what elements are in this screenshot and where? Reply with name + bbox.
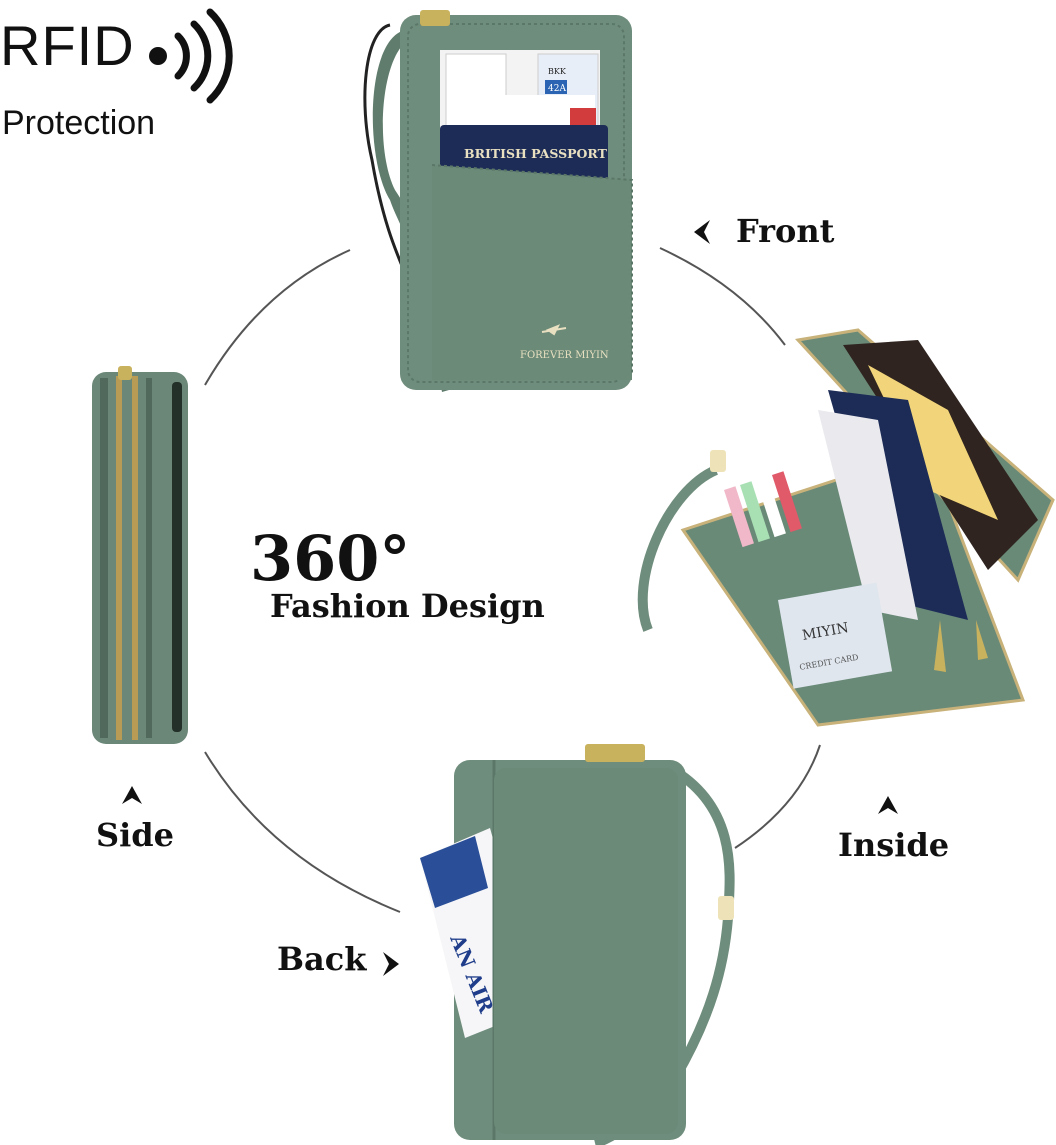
wallet-inside-image: MIYIN CREDIT CARD xyxy=(637,328,1055,727)
ticket-code: 42A xyxy=(548,84,566,94)
inside-label: Inside xyxy=(838,826,949,864)
back-label: Back xyxy=(277,940,367,978)
wireless-signal-icon xyxy=(149,8,233,104)
wallet-front-image: 42A BKK BRITISH PASSPORT FOREVER MIYIN xyxy=(363,10,633,392)
side-label-group: Side xyxy=(96,786,174,854)
arrow-left-icon xyxy=(694,220,710,244)
center-degrees: 360° xyxy=(250,522,411,595)
wallet-back-image: AN AIR xyxy=(420,744,735,1145)
rfid-subtitle: Protection xyxy=(2,104,156,142)
wallet-side-image xyxy=(92,366,188,744)
rfid-title: RFID xyxy=(0,14,135,77)
side-label: Side xyxy=(96,816,174,854)
front-label-group: Front xyxy=(694,212,835,250)
brand-logo: FOREVER MIYIN xyxy=(520,350,609,361)
arrow-right-icon xyxy=(383,952,399,976)
arrow-up-icon xyxy=(878,796,898,814)
ticket-city: BKK xyxy=(548,67,567,76)
passport-text: BRITISH PASSPORT xyxy=(464,146,608,161)
inside-label-group: Inside xyxy=(838,796,949,864)
front-label: Front xyxy=(736,212,835,250)
center-tagline: Fashion Design xyxy=(270,587,545,625)
back-label-group: Back xyxy=(277,940,399,978)
arrow-up-icon xyxy=(122,786,142,804)
